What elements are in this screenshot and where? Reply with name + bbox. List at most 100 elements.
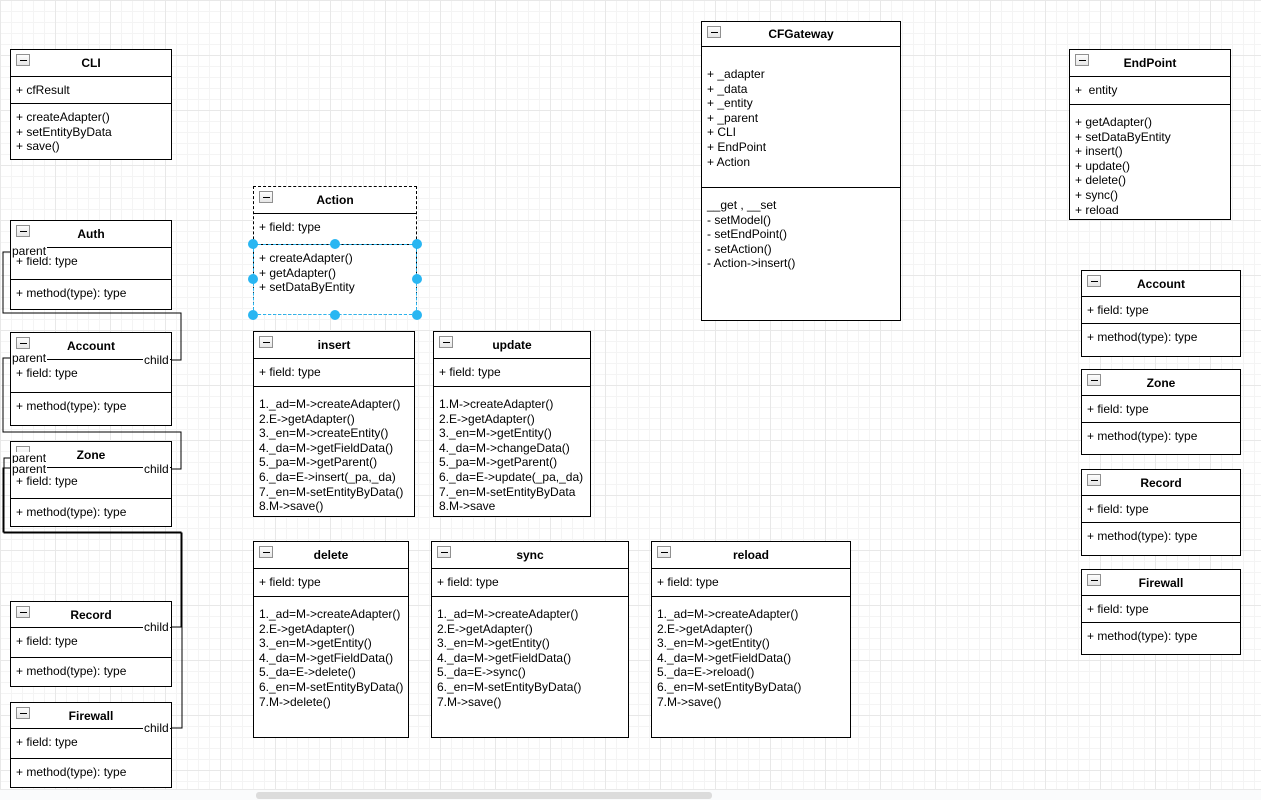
collapse-icon[interactable] [259,191,273,203]
fields-compartment[interactable]: + field: type [254,568,408,596]
collapse-icon[interactable] [16,225,30,237]
edge-label-child[interactable]: child [143,620,170,634]
fields-compartment[interactable]: + _adapter+ _data+ _entity+ _parent+ CLI… [702,46,900,187]
methods-compartment[interactable]: 1._ad=M->createAdapter()2.E->getAdapter(… [254,386,414,516]
member-line: 3._en=M->getEntity() [437,636,550,651]
edge-label-parent[interactable]: parent [11,244,48,258]
class-account-right[interactable]: Account + field: type + method(type): ty… [1081,270,1241,357]
collapse-icon[interactable] [16,337,30,349]
selection-handle-e[interactable] [412,274,422,284]
fields-compartment[interactable]: + field: type [11,359,171,392]
collapse-icon[interactable] [16,54,30,66]
collapse-icon[interactable] [439,336,453,348]
class-firewall-right[interactable]: Firewall + field: type + method(type): t… [1081,569,1241,655]
class-title-bar: CLI [11,50,171,76]
edge-label-parent[interactable]: parent [11,351,48,365]
fields-compartment[interactable]: + field: type [432,568,628,596]
fields-compartment[interactable]: + field: type [11,467,171,498]
methods-compartment[interactable]: + createAdapter()+ setEntityByData+ save… [11,103,171,159]
methods-compartment[interactable]: + method(type): type [11,279,171,309]
methods-compartment[interactable]: 1._ad=M->createAdapter()2.E->getAdapter(… [652,596,850,737]
edge-account-to-auth[interactable] [2,251,182,361]
class-sync[interactable]: sync + field: type 1._ad=M->createAdapte… [431,541,629,738]
collapse-icon[interactable] [1075,54,1089,66]
class-insert[interactable]: insert + field: type 1._ad=M->createAdap… [253,331,415,517]
methods-compartment[interactable]: + method(type): type [1082,622,1240,654]
methods-compartment[interactable]: 1.M->createAdapter()2.E->getAdapter()3._… [434,386,590,516]
edge-label-child[interactable]: child [143,462,170,476]
fields-compartment[interactable]: + field: type [11,627,171,657]
class-cfgateway[interactable]: CFGateway + _adapter+ _data+ _entity+ _p… [701,21,901,321]
methods-compartment[interactable]: + method(type): type [11,392,171,425]
collapse-icon[interactable] [16,606,30,618]
fields-compartment[interactable]: + entity [1070,76,1230,104]
class-record-right[interactable]: Record + field: type + method(type): typ… [1081,469,1241,556]
collapse-icon[interactable] [1087,374,1101,386]
edge-label-parent[interactable]: parent [11,462,48,476]
class-firewall-left[interactable]: Firewall + field: type + method(type): t… [10,702,172,788]
member-line: + method(type): type [1087,529,1198,543]
collapse-icon[interactable] [16,707,30,719]
fields-compartment[interactable]: + field: type [1082,395,1240,422]
methods-compartment[interactable]: + method(type): type [11,758,171,787]
selection-handle-ne[interactable] [412,239,422,249]
collapse-icon[interactable] [657,546,671,558]
horizontal-scrollbar[interactable] [0,789,1261,800]
class-action[interactable]: Action + field: type + createAdapter()+ … [253,186,417,315]
methods-compartment[interactable]: + method(type): type [1082,422,1240,454]
collapse-icon[interactable] [437,546,451,558]
methods-compartment[interactable]: + method(type): type [1082,323,1240,356]
class-cli[interactable]: CLI + cfResult + createAdapter()+ setEnt… [10,49,172,160]
methods-compartment[interactable]: 1._ad=M->createAdapter()2.E->getAdapter(… [432,596,628,737]
fields-compartment[interactable]: + field: type [11,728,171,758]
edge-label-child[interactable]: child [143,353,170,367]
selection-handle-w[interactable] [248,274,258,284]
fields-compartment[interactable]: + field: type [434,358,590,386]
fields-compartment[interactable]: + field: type [1082,296,1240,323]
class-reload[interactable]: reload + field: type 1._ad=M->createAdap… [651,541,851,738]
class-title: sync [516,548,544,562]
methods-compartment[interactable]: 1._ad=M->createAdapter()2.E->getAdapter(… [254,596,408,737]
collapse-icon[interactable] [707,26,721,38]
collapse-icon[interactable] [1087,275,1101,287]
collapse-icon[interactable] [259,546,273,558]
collapse-icon[interactable] [1087,474,1101,486]
class-auth[interactable]: Auth + field: type + method(type): type [10,220,172,310]
selection-handle-sw[interactable] [248,310,258,320]
fields-compartment[interactable]: + field: type [254,358,414,386]
edge-firewall-to-zone[interactable] [3,457,183,729]
methods-compartment[interactable]: + method(type): type [11,657,171,686]
fields-compartment[interactable]: + field: type [11,247,171,279]
class-delete[interactable]: delete + field: type 1._ad=M->createAdap… [253,541,409,738]
edge-zone-to-account[interactable] [2,357,182,470]
horizontal-scrollbar-thumb[interactable] [256,792,712,799]
fields-compartment[interactable]: + field: type [254,213,416,244]
fields-compartment[interactable]: + field: type [1082,595,1240,622]
methods-compartment[interactable]: __get , __set- setModel()- setEndPoint()… [702,187,900,320]
fields-compartment[interactable]: + field: type [1082,495,1240,522]
edge-label-child[interactable]: child [143,721,170,735]
selection-handle-n[interactable] [330,239,340,249]
class-account-left[interactable]: Account + field: type + method(type): ty… [10,332,172,426]
member-line: + insert() [1075,144,1123,159]
fields-compartment[interactable]: + field: type [652,568,850,596]
class-title: Auth [77,227,105,241]
edge-label-parent[interactable]: parent [11,451,48,465]
collapse-icon[interactable] [1087,574,1101,586]
methods-compartment[interactable]: + method(type): type [11,498,171,526]
class-record-left[interactable]: Record + field: type + method(type): typ… [10,601,172,687]
class-zone-left[interactable]: Zone + field: type + method(type): type [10,441,172,527]
fields-compartment[interactable]: + cfResult [11,76,171,103]
class-update[interactable]: update + field: type 1.M->createAdapter(… [433,331,591,517]
selection-handle-s[interactable] [330,310,340,320]
class-title: insert [317,338,351,352]
methods-compartment[interactable]: + method(type): type [1082,522,1240,555]
class-zone-right[interactable]: Zone + field: type + method(type): type [1081,369,1241,455]
methods-compartment[interactable]: + getAdapter()+ setDataByEntity+ insert(… [1070,104,1230,219]
collapse-icon[interactable] [259,336,273,348]
class-endpoint[interactable]: EndPoint + entity + getAdapter()+ setDat… [1069,49,1231,220]
selection-handle-nw[interactable] [248,239,258,249]
selection-handle-se[interactable] [412,310,422,320]
methods-compartment[interactable]: + createAdapter()+ getAdapter()+ setData… [254,244,416,314]
